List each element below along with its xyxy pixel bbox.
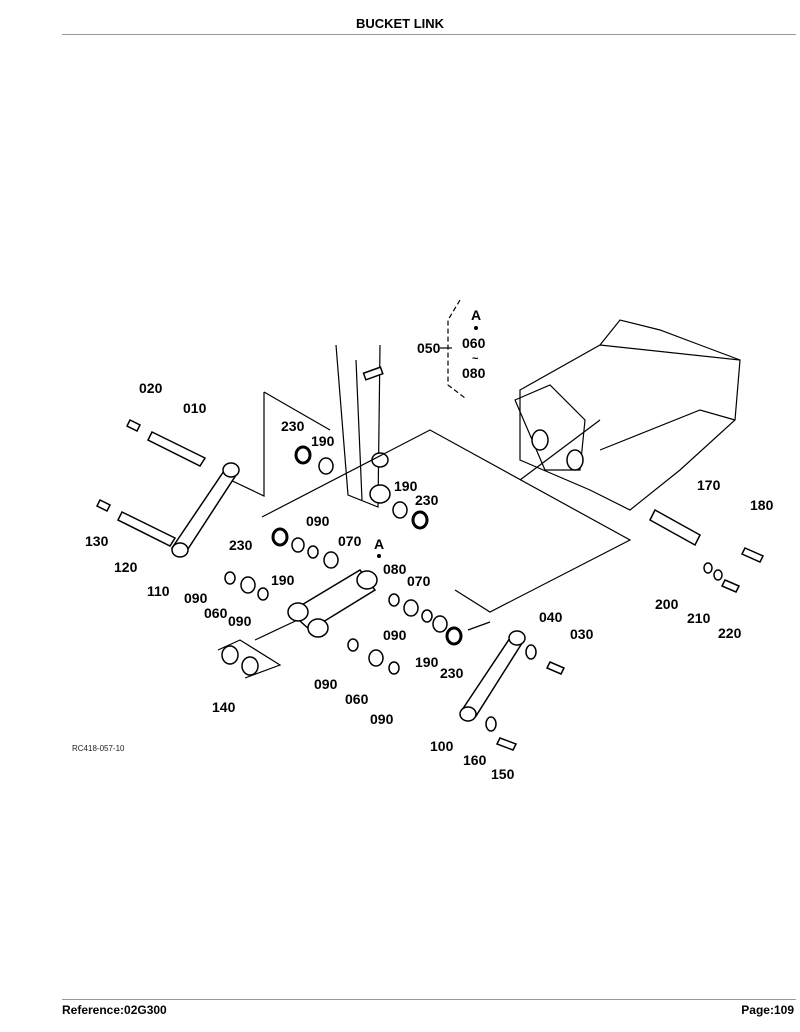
marker-a-dot [377,554,381,558]
callout-marker: A [471,307,481,323]
assembly-guide-lines [217,391,632,679]
part-labels: 020 010 130 120 110 230 190 190 230 230 … [85,380,774,782]
part-label: 150 [491,766,515,782]
part-label: 020 [139,380,163,396]
part-label: 180 [750,497,774,513]
part-label: 190 [271,572,295,588]
part-label: 130 [85,533,109,549]
part-label: 090 [306,513,330,529]
part-label: 210 [687,610,711,626]
part-label: 120 [114,559,138,575]
part-label: 090 [383,627,407,643]
part-label: 090 [370,711,394,727]
page-title: BUCKET LINK [355,16,445,31]
part-label: 100 [430,738,454,754]
part-label: 140 [212,699,236,715]
bucket-drawing [514,319,741,511]
part-label: 030 [570,626,594,642]
callout-range-to: 080 [462,365,486,381]
part-label: 200 [655,596,679,612]
callout-label: 050 [417,340,441,356]
part-label: 010 [183,400,207,416]
part-label: 070 [338,533,362,549]
part-label: 090 [314,676,338,692]
callout-range-from: 060 [462,335,486,351]
part-label: 090 [184,590,208,606]
part-label: 220 [718,625,742,641]
arm-drawing [335,344,391,508]
figure-code: RC418-057-10 [72,744,125,753]
part-label: 080 [383,561,407,577]
reference-code: Reference:02G300 [62,1003,167,1017]
callout-range-tilde: ~ [472,353,479,365]
part-label: 230 [440,665,464,681]
part-label: 040 [539,609,563,625]
part-label: 070 [407,573,431,589]
part-label: 230 [415,492,439,508]
callout-dot [474,326,478,330]
page-number: Page:109 [741,1003,794,1017]
part-label: 160 [463,752,487,768]
header-divider [62,34,796,35]
part-label: 190 [394,478,418,494]
part-label: 190 [311,433,335,449]
washers-and-rings [221,445,723,732]
part-label: A [374,536,384,552]
part-label: 060 [204,605,228,621]
part-label: 060 [345,691,369,707]
part-label: 110 [147,583,170,599]
part-label: 230 [229,537,253,553]
part-label: 170 [697,477,721,493]
part-label: 230 [281,418,305,434]
part-label: 190 [415,654,439,670]
callout-bracket [447,299,466,399]
pins-and-links [95,418,765,751]
footer-divider [62,999,796,1000]
part-label: 090 [228,613,252,629]
